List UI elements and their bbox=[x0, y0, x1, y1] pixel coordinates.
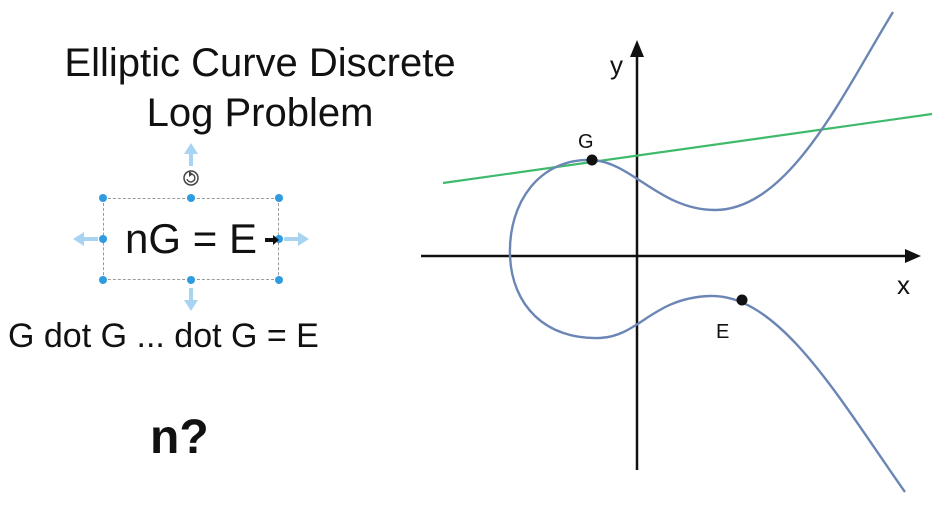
arrow-up-icon[interactable] bbox=[184, 143, 198, 166]
selection-overlay bbox=[73, 143, 309, 311]
resize-handle-right[interactable] bbox=[275, 235, 283, 243]
equation-text[interactable]: nG = E bbox=[125, 215, 257, 262]
point-g bbox=[586, 154, 598, 166]
x-axis-label: x bbox=[897, 270, 910, 300]
y-axis-arrow bbox=[630, 40, 644, 57]
title-line-2: Log Problem bbox=[146, 91, 374, 135]
rotate-icon[interactable] bbox=[183, 170, 199, 186]
y-axis-label: y bbox=[610, 50, 623, 80]
arrow-right-icon[interactable] bbox=[284, 232, 309, 246]
elliptic-curve bbox=[508, 11, 906, 493]
point-g-label: G bbox=[578, 131, 594, 153]
resize-handle-top-left[interactable] bbox=[99, 194, 107, 202]
resize-handle-bottom-right[interactable] bbox=[275, 276, 283, 284]
resize-handle-top-right[interactable] bbox=[275, 194, 283, 202]
point-e bbox=[736, 294, 748, 306]
arrow-left-icon[interactable] bbox=[73, 232, 98, 246]
expansion-text: G dot G ... dot G = E bbox=[8, 317, 319, 355]
point-e-label: E bbox=[716, 321, 729, 343]
resize-handle-left[interactable] bbox=[99, 235, 107, 243]
resize-handle-bottom-left[interactable] bbox=[99, 276, 107, 284]
question-text: n? bbox=[150, 411, 209, 464]
title-line-1: Elliptic Curve Discrete bbox=[64, 41, 456, 85]
slide-title: Elliptic Curve Discrete Log Problem bbox=[20, 38, 500, 138]
resize-handle-bottom[interactable] bbox=[187, 276, 195, 284]
tangent-line bbox=[442, 112, 933, 185]
arrow-down-icon[interactable] bbox=[184, 288, 198, 311]
resize-cursor-icon bbox=[265, 235, 279, 245]
resize-handle-top[interactable] bbox=[187, 194, 195, 202]
elliptic-curve-plot: x y G E bbox=[421, 11, 933, 493]
x-axis-arrow bbox=[905, 249, 921, 263]
